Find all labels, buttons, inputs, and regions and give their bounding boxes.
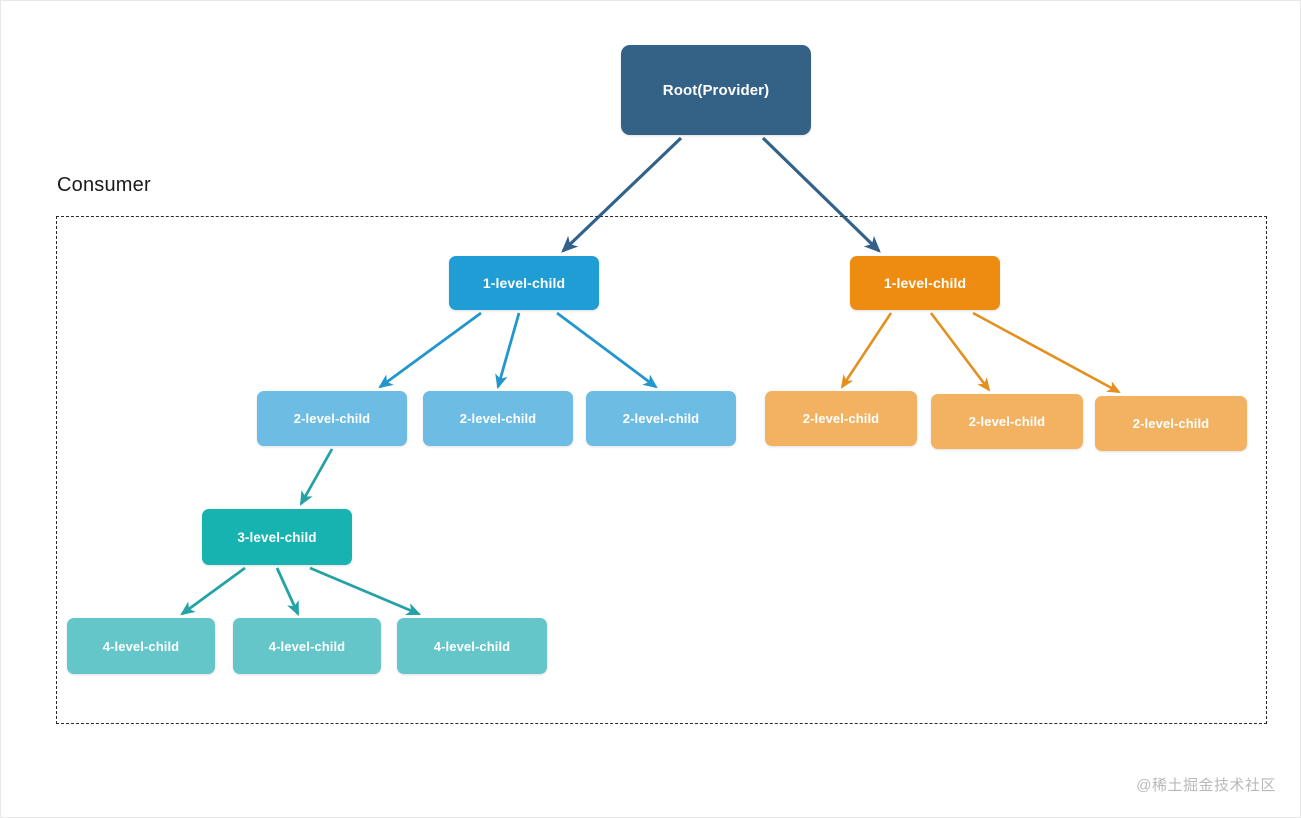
node-label: 4-level-child [102, 638, 180, 654]
node-label: 4-level-child [433, 638, 511, 654]
node-t4a[interactable]: 4-level-child [67, 618, 215, 674]
node-o1[interactable]: 1-level-child [850, 256, 1000, 310]
node-label: 2-level-child [622, 411, 700, 426]
node-label: 1-level-child [482, 275, 566, 291]
node-o2b[interactable]: 2-level-child [931, 394, 1083, 449]
consumer-label: Consumer [57, 174, 151, 196]
node-t3[interactable]: 3-level-child [202, 509, 352, 565]
node-label: Root(Provider) [662, 81, 770, 99]
node-b2a[interactable]: 2-level-child [257, 391, 407, 446]
node-label: 1-level-child [883, 275, 967, 291]
watermark: @稀土掘金技术社区 [1136, 777, 1276, 794]
node-label: 2-level-child [802, 411, 880, 426]
node-b2b[interactable]: 2-level-child [423, 391, 573, 446]
node-label: 2-level-child [293, 411, 371, 426]
node-o2a[interactable]: 2-level-child [765, 391, 917, 446]
node-b1[interactable]: 1-level-child [449, 256, 599, 310]
node-o2c[interactable]: 2-level-child [1095, 396, 1247, 451]
node-label: 2-level-child [968, 414, 1046, 429]
node-label: 2-level-child [1132, 416, 1210, 431]
node-label: 2-level-child [459, 411, 537, 426]
node-root[interactable]: Root(Provider) [621, 45, 811, 135]
node-label: 3-level-child [237, 529, 317, 545]
node-t4c[interactable]: 4-level-child [397, 618, 547, 674]
node-label: 4-level-child [268, 638, 346, 654]
node-t4b[interactable]: 4-level-child [233, 618, 381, 674]
node-b2c[interactable]: 2-level-child [586, 391, 736, 446]
